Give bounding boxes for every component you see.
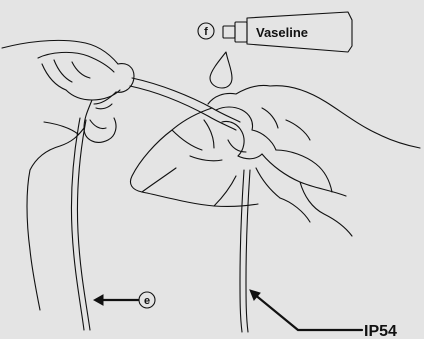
callout-e: e — [94, 292, 155, 308]
ip54-callout: IP54 — [250, 290, 397, 339]
cable-strand-e — [71, 118, 90, 330]
tube-label: Vaseline — [256, 25, 308, 40]
sealing-bag — [130, 108, 258, 206]
left-hand — [2, 40, 134, 310]
right-hand — [208, 85, 420, 236]
ip54-label: IP54 — [364, 323, 397, 339]
callout-e-label: e — [144, 295, 150, 307]
cable-strand-ip54 — [240, 170, 250, 332]
callout-f: f — [198, 23, 214, 39]
arrow-e-head — [94, 295, 103, 305]
vaseline-tube: Vaseline — [223, 12, 352, 52]
callout-f-label: f — [204, 26, 208, 38]
vaseline-drop — [210, 52, 232, 88]
